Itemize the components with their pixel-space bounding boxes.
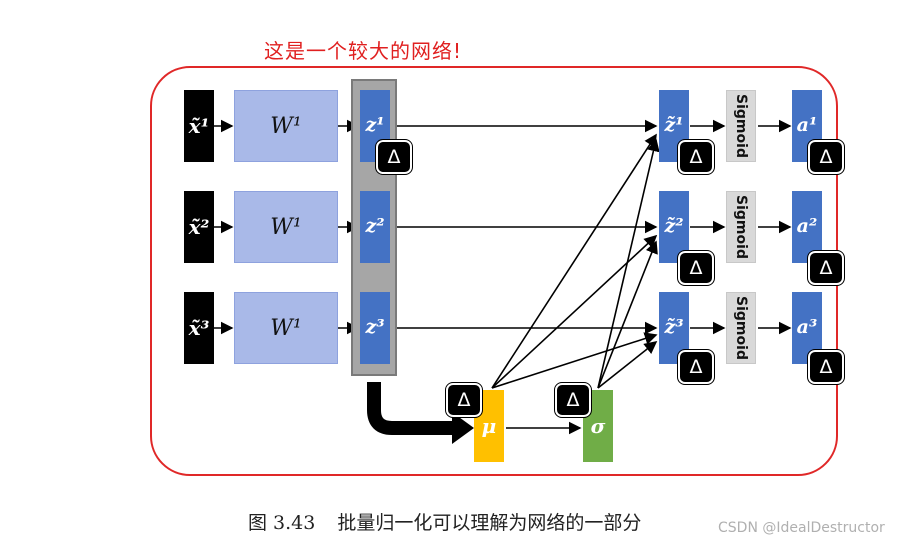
delta-a3: Δ	[807, 349, 845, 385]
input-x2: x̃²	[184, 191, 214, 263]
node-z2: z²	[360, 191, 390, 263]
edge-sigma-zt3	[597, 341, 658, 389]
mean-mu-node: μ	[474, 390, 504, 462]
node-z3: z³	[360, 292, 390, 364]
delta-a1: Δ	[807, 139, 845, 175]
sigmoid-label-2: Sigmoid	[733, 195, 749, 259]
sigmoid-3: Sigmoid	[726, 292, 756, 364]
sigmoid-2: Sigmoid	[726, 191, 756, 263]
delta-sigma: Δ	[554, 382, 592, 418]
node-zt3: z̃³	[659, 292, 689, 364]
edge-mu-zt3	[491, 332, 658, 389]
edge-mu-zt1	[491, 133, 657, 389]
watermark: CSDN @IdealDestructor	[718, 520, 885, 536]
sigmoid-label-1: Sigmoid	[733, 94, 749, 158]
input-x1: x̃¹	[184, 90, 214, 162]
thick-curved-arrow	[367, 382, 456, 435]
edge-mu-zt2	[491, 234, 658, 389]
delta-zt1: Δ	[677, 139, 715, 175]
figure-number: 图 3.43	[248, 512, 316, 534]
delta-a2: Δ	[807, 250, 845, 286]
delta-zt2: Δ	[677, 250, 715, 286]
figure-caption: 图 3.43 批量归一化可以理解为网络的一部分	[248, 508, 641, 535]
annotation-text: 这是一个较大的网络!	[264, 39, 463, 63]
sigmoid-1: Sigmoid	[726, 90, 756, 162]
figure-caption-text: 批量归一化可以理解为网络的一部分	[337, 512, 642, 534]
weight-w1-row1: W¹	[234, 90, 338, 162]
delta-mu: Δ	[445, 382, 483, 418]
weight-w1-row3: W¹	[234, 292, 338, 364]
thick-arrow-head	[452, 412, 474, 444]
delta-z1: Δ	[375, 139, 413, 175]
weight-w1-row2: W¹	[234, 191, 338, 263]
input-x3: x̃³	[184, 292, 214, 364]
edge-sigma-zt1	[597, 138, 660, 389]
sigmoid-label-3: Sigmoid	[733, 296, 749, 360]
edge-sigma-zt2	[597, 240, 658, 389]
delta-zt3: Δ	[677, 349, 715, 385]
